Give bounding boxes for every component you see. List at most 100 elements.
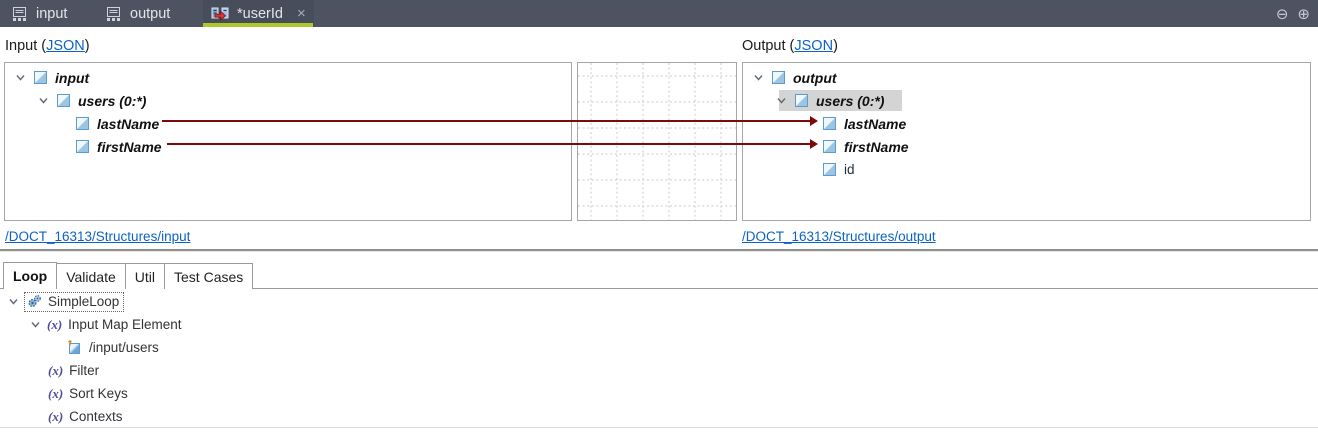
loop-tree-row-contexts[interactable]: (x) Contexts	[48, 405, 122, 428]
mapping-icon	[211, 6, 229, 22]
element-icon	[772, 71, 785, 84]
bottom-divider	[0, 427, 1318, 428]
loop-tree-row-input-users[interactable]: /input/users	[68, 336, 159, 359]
structure-icon	[106, 6, 122, 22]
tree-row-id[interactable]: id	[823, 158, 855, 181]
output-structure-link[interactable]: /DOCT_16313/Structures/output	[742, 229, 936, 244]
editor-tab-output[interactable]: output	[100, 0, 176, 27]
output-header-text: Output (	[742, 38, 795, 54]
tree-label: Input Map Element	[68, 317, 182, 332]
view-controls: ⊖ ⊕	[1276, 0, 1310, 27]
tree-label: users (0:*)	[816, 92, 885, 109]
tab-test-cases[interactable]: Test Cases	[165, 263, 254, 289]
input-pane-header: Input (JSON)	[5, 38, 90, 54]
editor-tab-input[interactable]: input	[6, 0, 73, 27]
fx-icon: (x)	[48, 385, 64, 401]
arrowhead-icon	[810, 139, 818, 149]
chevron-down-icon[interactable]	[38, 95, 49, 106]
tab-loop[interactable]: Loop	[3, 262, 58, 289]
fx-icon: (x)	[48, 362, 64, 378]
editor-tab-label: *userId	[237, 5, 283, 22]
tab-label: Loop	[13, 268, 48, 284]
editor-tab-label: input	[36, 5, 68, 22]
selected-row-highlight	[779, 90, 902, 111]
tab-label: Util	[134, 268, 156, 285]
loop-tree-row-simpleloop[interactable]: SimpleLoop	[8, 290, 125, 313]
output-pane-header: Output (JSON)	[742, 38, 838, 54]
input-header-text: Input (	[5, 38, 47, 54]
tree-label: /input/users	[89, 340, 159, 355]
loop-tree-row-sort-keys[interactable]: (x) Sort Keys	[48, 382, 128, 405]
tree-label: Filter	[69, 363, 100, 378]
element-icon	[76, 140, 89, 153]
tree-label: output	[793, 69, 837, 86]
editor-tab-label: output	[130, 5, 171, 22]
element-icon	[69, 342, 80, 354]
tree-label: lastName	[844, 115, 907, 132]
tree-label: SimpleLoop	[48, 293, 120, 309]
chevron-down-icon[interactable]	[15, 72, 26, 83]
chevron-down-icon[interactable]	[753, 72, 764, 83]
tree-row-lastname[interactable]: lastName	[823, 112, 906, 135]
tab-label: Test Cases	[174, 268, 244, 285]
chevron-down-icon[interactable]	[8, 296, 19, 307]
input-json-link[interactable]: JSON	[46, 38, 85, 54]
tree-row-firstname[interactable]: firstName	[823, 135, 909, 158]
editor-tab-bar: input output	[0, 0, 1318, 27]
element-icon	[823, 140, 836, 153]
tree-row-output[interactable]: output	[753, 66, 837, 89]
arrowhead-icon	[810, 116, 818, 126]
tree-row-input[interactable]: input	[15, 66, 89, 89]
horizontal-sash[interactable]	[0, 249, 1318, 251]
input-tree-panel: input users (0:*) lastName firstName	[4, 62, 572, 221]
tree-label: firstName	[844, 138, 909, 155]
element-icon	[795, 94, 808, 107]
canvas-grid	[578, 63, 736, 220]
tree-row-users-selected[interactable]: users (0:*)	[776, 89, 884, 112]
structure-icon	[12, 6, 28, 22]
bottom-tab-bar: Loop Validate Util Test Cases	[3, 262, 254, 289]
tree-label: firstName	[97, 138, 162, 155]
sash-highlight	[0, 251, 1318, 252]
output-header-suffix: )	[833, 38, 838, 54]
bottom-tab-baseline	[0, 288, 1318, 289]
tab-validate[interactable]: Validate	[57, 263, 126, 289]
element-icon	[823, 163, 836, 176]
tree-label: Sort Keys	[69, 386, 128, 401]
tab-util[interactable]: Util	[125, 263, 166, 289]
output-tree-panel: output users (0:*) lastName firstName id	[742, 62, 1311, 221]
element-icon	[76, 117, 89, 130]
tree-row-lastname[interactable]: lastName	[76, 112, 159, 135]
mapping-line-firstname[interactable]	[167, 139, 818, 149]
tree-label: id	[844, 162, 855, 177]
tab-label: Validate	[66, 268, 116, 285]
tree-row-firstname[interactable]: firstName	[76, 135, 162, 158]
mapping-line-lastname[interactable]	[162, 116, 818, 126]
editor-tab-userid[interactable]: *userId ×	[203, 0, 314, 27]
tree-row-users[interactable]: users (0:*)	[38, 89, 146, 112]
element-icon	[823, 117, 836, 130]
element-icon	[34, 71, 47, 84]
tree-label: lastName	[97, 115, 160, 132]
gears-icon	[27, 294, 42, 309]
input-header-suffix: )	[84, 38, 90, 54]
output-json-link[interactable]: JSON	[794, 38, 834, 54]
close-icon[interactable]: ×	[296, 5, 306, 22]
focused-tree-item: SimpleLoop	[23, 291, 125, 312]
minimize-circle-icon[interactable]: ⊖	[1275, 5, 1289, 23]
loop-tree-row-filter[interactable]: (x) Filter	[48, 359, 99, 382]
element-ref-icon	[68, 339, 82, 355]
mapping-canvas	[577, 62, 737, 221]
chevron-down-icon[interactable]	[776, 95, 787, 106]
tree-label: users (0:*)	[78, 92, 147, 109]
fx-icon: (x)	[47, 316, 63, 332]
fx-icon: (x)	[48, 408, 64, 424]
loop-tree-row-input-map-element[interactable]: (x) Input Map Element	[30, 313, 182, 336]
element-icon	[57, 94, 70, 107]
maximize-circle-icon[interactable]: ⊕	[1297, 5, 1310, 23]
tree-label: input	[55, 69, 90, 86]
chevron-down-icon[interactable]	[30, 319, 41, 330]
input-structure-link[interactable]: /DOCT_16313/Structures/input	[5, 229, 191, 244]
tree-label: Contexts	[69, 409, 123, 424]
